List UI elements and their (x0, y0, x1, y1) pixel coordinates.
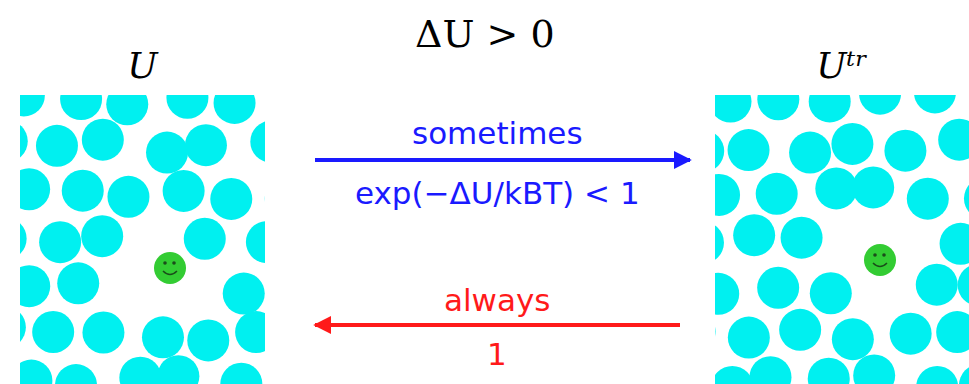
particle (728, 317, 770, 359)
particle (55, 364, 97, 384)
particle (852, 166, 894, 208)
particle (964, 177, 969, 219)
particle (936, 311, 969, 353)
particle (220, 363, 262, 384)
particle (907, 178, 949, 220)
particle (938, 119, 969, 161)
particle (265, 177, 266, 219)
smiley-mouth (873, 263, 887, 267)
particle (119, 357, 161, 384)
particle (82, 312, 124, 354)
particle (715, 222, 724, 264)
particle (60, 95, 102, 120)
particle (832, 318, 874, 360)
particle (789, 132, 831, 174)
particle (246, 221, 265, 263)
particle (914, 95, 956, 113)
smiley-eye (163, 261, 167, 265)
smiley-body (154, 252, 186, 284)
particle (715, 130, 724, 172)
particle (57, 262, 99, 304)
diagram-title: ΔU > 0 (415, 14, 555, 56)
transition-label: sometimes (412, 116, 583, 150)
transition-arrow (315, 323, 680, 327)
particle (831, 123, 873, 165)
particle (146, 132, 188, 174)
configuration-box: Uᵗʳ (690, 46, 969, 384)
particle (715, 174, 740, 216)
particle (20, 218, 27, 260)
particle (815, 167, 857, 209)
particle (757, 95, 799, 120)
smiley-mouth (163, 271, 177, 275)
particle (81, 215, 123, 257)
particle (916, 264, 958, 306)
particle (184, 218, 226, 260)
particle (756, 173, 798, 215)
particle-illustration (715, 95, 969, 384)
smiley-eye (873, 253, 877, 257)
particle (185, 124, 227, 166)
particle (157, 355, 199, 384)
particle (779, 309, 821, 351)
smiley-eye (172, 261, 176, 265)
particle (214, 95, 256, 124)
particle (20, 360, 52, 384)
particle (166, 95, 208, 119)
smiley-particle (864, 244, 896, 276)
particle (107, 176, 149, 218)
particle (82, 119, 124, 161)
particle (715, 366, 753, 384)
particle (959, 364, 969, 384)
particle (853, 354, 895, 384)
configuration-label: U (20, 46, 265, 86)
particle (916, 366, 958, 384)
particle (808, 358, 850, 384)
particle (809, 95, 851, 122)
particle (187, 319, 229, 361)
particle-illustration (20, 95, 265, 384)
configuration-label: Uᵗʳ (715, 46, 969, 86)
particle (36, 125, 78, 167)
smiley-particle (154, 252, 186, 284)
transition-arrow (315, 158, 690, 162)
particle (757, 267, 799, 309)
particle (20, 95, 45, 116)
particle (715, 273, 739, 315)
particle (890, 313, 932, 355)
particle (810, 272, 852, 314)
particle (62, 170, 104, 212)
particle (223, 273, 265, 315)
particle (210, 178, 252, 220)
particle (749, 356, 791, 384)
particle (163, 170, 205, 212)
particle (142, 316, 184, 358)
particle (781, 217, 823, 259)
particle (715, 95, 752, 123)
particle (884, 130, 926, 172)
particle (859, 95, 901, 115)
transition-probability: exp(−ΔU/kBT) < 1 (355, 176, 640, 210)
particle (20, 120, 28, 162)
particle (39, 221, 81, 263)
particle (728, 129, 770, 171)
particle (32, 311, 74, 353)
smiley-body (864, 244, 896, 276)
transition-label: always (444, 283, 550, 317)
particle (715, 311, 716, 353)
particle (20, 168, 50, 210)
particle (958, 264, 969, 306)
configuration-box: U (20, 46, 300, 384)
particle (250, 121, 265, 163)
particle (940, 223, 969, 265)
particle (733, 214, 775, 256)
smiley-eye (882, 253, 886, 257)
transition-probability: 1 (487, 337, 507, 371)
particle (106, 95, 148, 125)
particle (20, 306, 26, 348)
particle (235, 311, 265, 353)
particle (20, 265, 50, 307)
